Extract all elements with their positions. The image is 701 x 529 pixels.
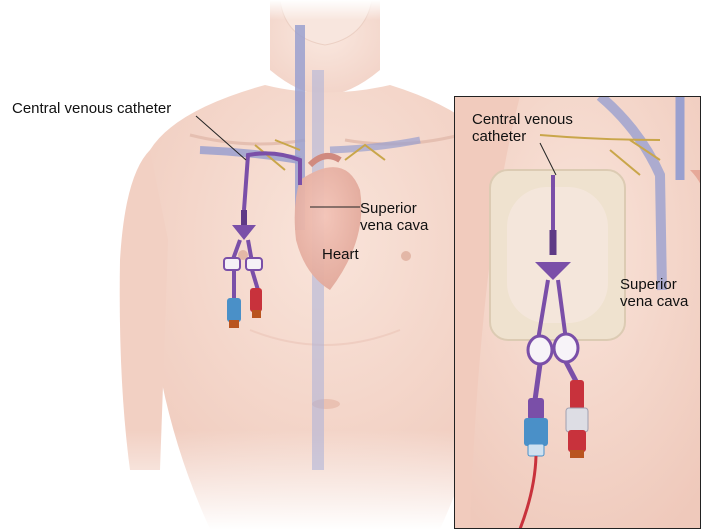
heart-label: Heart — [322, 246, 359, 263]
inset-svc-line-2: vena cava — [620, 293, 688, 310]
svc-label-line-2: vena cava — [360, 217, 428, 234]
inset-catheter-label: Central venous catheter — [472, 111, 573, 145]
superior-vena-cava-label: Superior vena cava — [360, 200, 428, 234]
inset-catheter-line-2: catheter — [472, 128, 573, 145]
central-venous-catheter-label: Central venous catheter — [12, 100, 171, 117]
inset-catheter-line-1: Central venous — [472, 111, 573, 128]
inset-svc-line-1: Superior — [620, 276, 688, 293]
inset-svc-label: Superior vena cava — [620, 276, 688, 310]
svc-label-line-1: Superior — [360, 200, 428, 217]
inset-panel — [454, 96, 701, 529]
